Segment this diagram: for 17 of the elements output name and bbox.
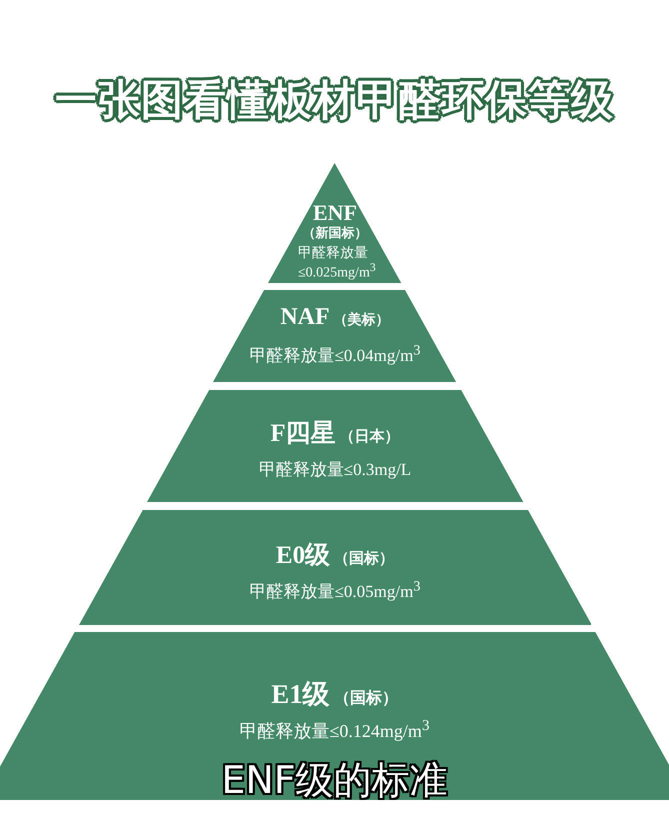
standard-label: （日本） [340,427,400,446]
tier-name: E1级 [271,678,330,711]
emission-limit: 甲醛释放量≤0.05mg/m$^{3}$ [250,582,420,601]
standard-label: （国标） [334,550,394,568]
tier-name: NAF [280,304,330,331]
title: 一张图看懂板材甲醛环保等级 [55,75,614,124]
tier-name: F四星 [270,419,336,449]
emission-limit: 甲醛释放量≤0.3mg/L [258,460,412,479]
standard-label: （美标） [334,311,390,329]
standard-label: （国标） [334,688,398,709]
emission-limit: 甲醛释放量≤0.025mg/m$^{3}$ [298,247,377,282]
emission-limit: 甲醛释放量≤0.04mg/m$^{3}$ [250,346,420,365]
standard-label: （新国标） [302,226,368,240]
tier-name: ENF [312,201,357,224]
emission-limit: 甲醛释放量≤0.124mg/m$^{3}$ [240,721,430,741]
tier-name: E0级 [276,541,330,571]
subtitle-caption: ENF级的标准 [221,758,448,802]
